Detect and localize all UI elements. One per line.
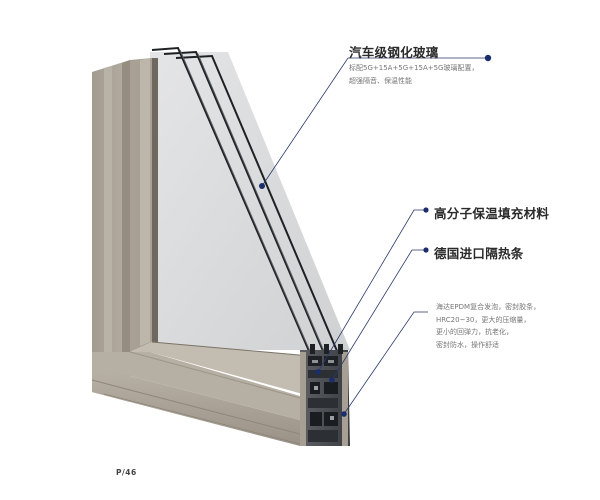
leader-line-gasket bbox=[343, 311, 428, 415]
leader-line-insulation-filler bbox=[317, 209, 424, 373]
leader-dot-gasket bbox=[341, 411, 347, 417]
glass-pane bbox=[150, 46, 350, 359]
leader-line-glass bbox=[261, 57, 488, 187]
leader-dot-thermal-strip bbox=[329, 377, 335, 383]
glass-callout-description: 标配5G+15A+5G+15A+5G玻璃配置， 超强隔音、保温性能 bbox=[349, 62, 479, 87]
gasket-callout-line-4: 密封防水，操作舒适 bbox=[436, 340, 499, 349]
gasket-callout-description: 海达EPDM复合发泡，密封胶条， HRC20~30，更大的压缩量， 更小的回弹力… bbox=[436, 301, 540, 351]
leader-dot-glass-label bbox=[484, 54, 492, 62]
leader-dot-insulation-filler bbox=[315, 369, 321, 375]
window-frame bbox=[91, 58, 311, 446]
gasket-callout-line-3: 更小的回弹力，抗老化， bbox=[436, 328, 513, 336]
leader-dots bbox=[259, 54, 492, 417]
profile-cross-section bbox=[300, 344, 350, 446]
leader-lines bbox=[261, 57, 488, 415]
page-number: P/46 bbox=[116, 468, 137, 477]
leader-dot-thermal-strip-label bbox=[423, 247, 429, 253]
insulation-filler-callout-title: 高分子保温填充材料 bbox=[434, 206, 550, 221]
leader-line-thermal-strip bbox=[331, 249, 424, 381]
gasket-callout-line-2: HRC20~30，更大的压缩量， bbox=[436, 315, 531, 324]
glass-callout-title: 汽车级钢化玻璃 bbox=[349, 45, 439, 60]
gasket-callout-line-1: 海达EPDM复合发泡，密封胶条， bbox=[436, 303, 541, 311]
thermal-strip-callout-title: 德国进口隔热条 bbox=[434, 246, 524, 261]
leader-dot-glass-end bbox=[259, 183, 265, 189]
glass-callout-line-2: 超强隔音、保温性能 bbox=[349, 76, 412, 85]
glass-callout-line-1: 标配5G+15A+5G+15A+5G玻璃配置， bbox=[349, 64, 479, 72]
leader-dot-insulation-filler-label bbox=[423, 207, 429, 213]
